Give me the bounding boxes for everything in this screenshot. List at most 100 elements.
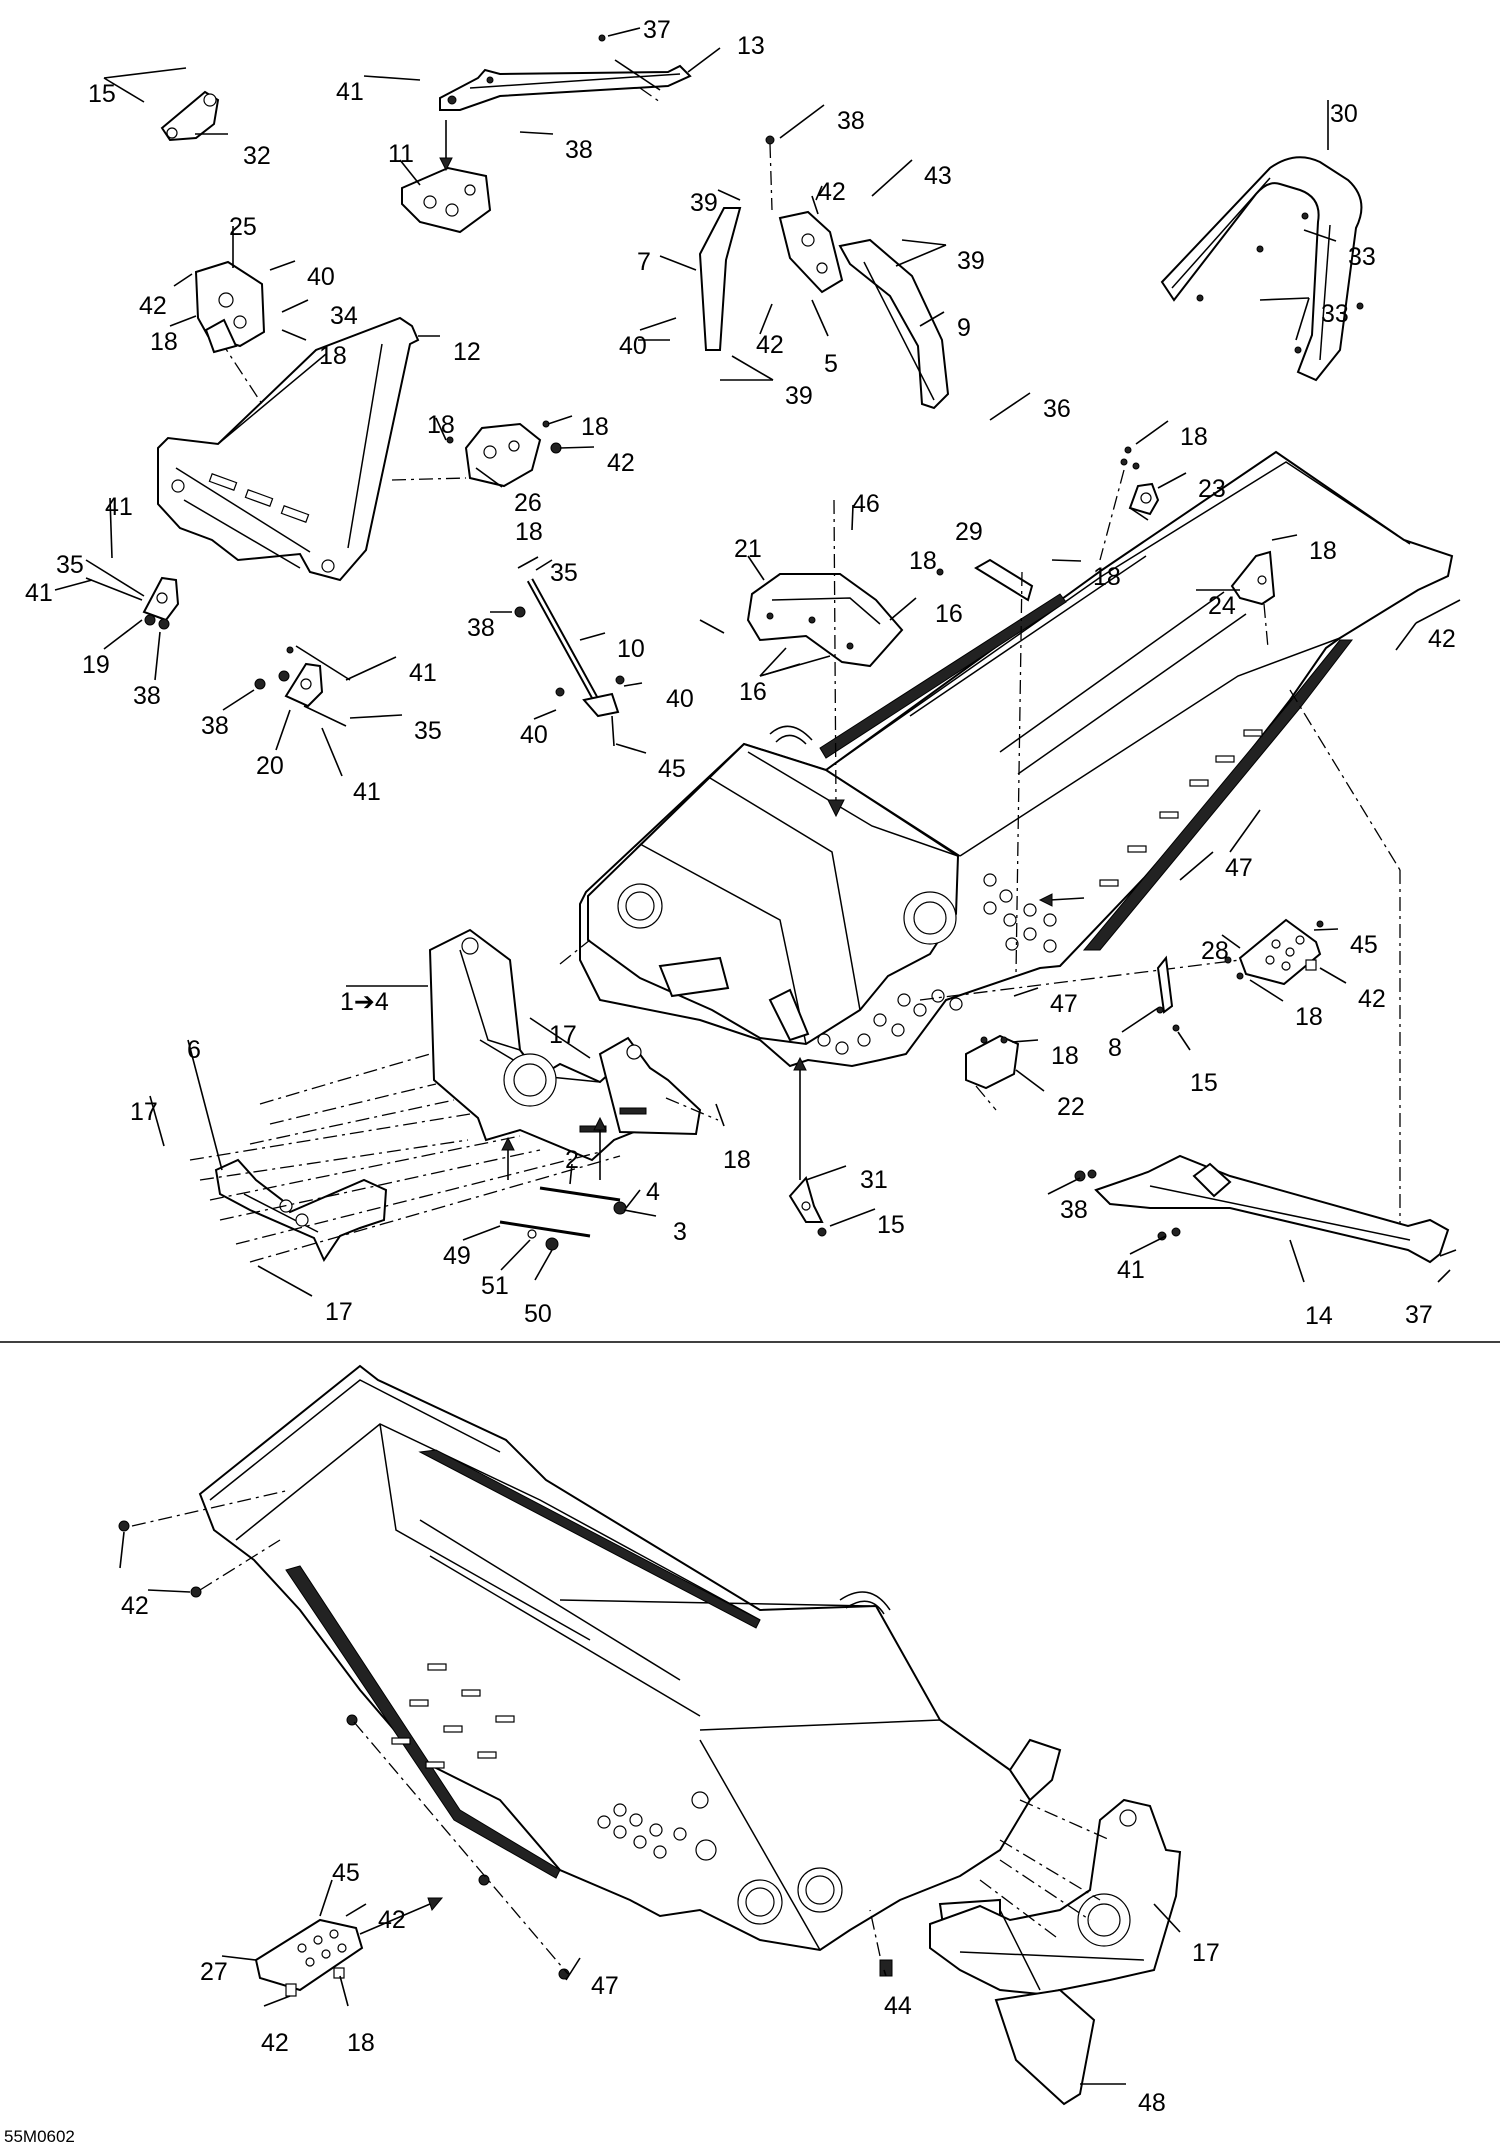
callout-18: 18 — [319, 342, 347, 370]
callout-3: 3 — [673, 1218, 687, 1246]
part-19-bracket — [54, 497, 180, 630]
callout-19: 19 — [82, 651, 110, 679]
callout-30: 30 — [1330, 100, 1358, 128]
part-23-bracket — [1099, 446, 1160, 561]
part-28-footrest — [1224, 918, 1324, 986]
callout-15: 15 — [877, 1211, 905, 1239]
part-29-bracket — [827, 499, 1034, 975]
callout-23: 23 — [1198, 475, 1226, 503]
callout-36: 36 — [1043, 395, 1071, 423]
callout-41: 41 — [353, 778, 381, 806]
callout-38: 38 — [1060, 1196, 1088, 1224]
part-8-bracket — [1156, 955, 1180, 1032]
callout-35: 35 — [56, 551, 84, 579]
callout-18: 18 — [1051, 1042, 1079, 1070]
part-11-bracket — [399, 120, 492, 234]
callout-6: 6 — [187, 1036, 201, 1064]
callout-39: 39 — [690, 189, 718, 217]
part-1-4-front-bracket — [346, 928, 702, 1162]
callout-42: 42 — [756, 331, 784, 359]
part-14-rear-rod — [1074, 1154, 1457, 1283]
callout-4: 4 — [646, 1178, 660, 1206]
callout-40: 40 — [307, 263, 335, 291]
callout-13: 13 — [737, 32, 765, 60]
part-24-bracket — [1230, 550, 1276, 649]
callout-10: 10 — [617, 635, 645, 663]
chassis-slots — [1099, 729, 1263, 887]
callout-16: 16 — [739, 678, 767, 706]
callout-12: 12 — [453, 338, 481, 366]
callout-17: 17 — [130, 1098, 158, 1126]
part-13-upper-rod — [439, 27, 721, 111]
part-7-9-5-assembly — [698, 135, 950, 410]
callout-31: 31 — [860, 1166, 888, 1194]
callout-37: 37 — [1405, 1301, 1433, 1329]
callout-42: 42 — [378, 1906, 406, 1934]
callout-42: 42 — [139, 292, 167, 320]
callout-38: 38 — [133, 682, 161, 710]
callout-49: 49 — [443, 1242, 471, 1270]
callout-47: 47 — [1225, 854, 1253, 882]
part-30-handle — [1160, 100, 1364, 382]
callout-42: 42 — [1428, 625, 1456, 653]
part-31-bracket — [788, 1165, 847, 1237]
part-22-bracket — [965, 1034, 1020, 1111]
callout-18: 18 — [909, 547, 937, 575]
leader-lines-top — [103, 67, 1461, 1297]
main-chassis — [579, 450, 1454, 1068]
callout-41: 41 — [105, 493, 133, 521]
callout-38: 38 — [467, 614, 495, 642]
callout-18: 18 — [347, 2029, 375, 2057]
callout-38: 38 — [837, 107, 865, 135]
callout-2: 2 — [565, 1146, 579, 1174]
callout-34: 34 — [330, 302, 358, 330]
callout-18: 18 — [723, 1146, 751, 1174]
callout-17: 17 — [325, 1298, 353, 1326]
callout-45: 45 — [658, 755, 686, 783]
callout-15: 15 — [88, 80, 116, 108]
callout-40: 40 — [666, 685, 694, 713]
part-bolts-hardware — [499, 1163, 641, 1251]
part-32-bracket — [160, 90, 228, 142]
callout-41: 41 — [1117, 1256, 1145, 1284]
callout-39: 39 — [785, 382, 813, 410]
part-26-bracket — [446, 420, 562, 488]
callout-32: 32 — [243, 142, 271, 170]
callout-47: 47 — [1050, 990, 1078, 1018]
callout-42: 42 — [261, 2029, 289, 2057]
callout-44: 44 — [884, 1992, 912, 2020]
bottom-part-48-plate — [994, 1988, 1096, 2106]
part-10-strut — [514, 559, 625, 747]
callout-24: 24 — [1208, 592, 1236, 620]
callout-40: 40 — [619, 332, 647, 360]
callout-18: 18 — [581, 413, 609, 441]
callout-37: 37 — [643, 16, 671, 44]
callout-18: 18 — [150, 328, 178, 356]
callout-51: 51 — [481, 1272, 509, 1300]
callout-50: 50 — [524, 1300, 552, 1328]
callout-21: 21 — [734, 535, 762, 563]
callout-38: 38 — [565, 136, 593, 164]
part-25-bracket — [173, 226, 266, 354]
callout-18: 18 — [1180, 423, 1208, 451]
callout-18: 18 — [1309, 537, 1337, 565]
callout-1-4: 1➔4 — [340, 988, 389, 1016]
callout-47: 47 — [591, 1972, 619, 2000]
callout-39: 39 — [957, 247, 985, 275]
bottom-chassis-slots — [391, 1663, 515, 1769]
part-6-side-plate — [187, 1039, 388, 1263]
callout-38: 38 — [201, 712, 229, 740]
top-exploded-view: 1532371341113838304339423933332540742341… — [25, 16, 1461, 1330]
callout-45: 45 — [332, 1859, 360, 1887]
callout-40: 40 — [520, 721, 548, 749]
callout-17: 17 — [549, 1021, 577, 1049]
part-21-bracket — [746, 555, 904, 668]
callout-25: 25 — [229, 213, 257, 241]
callout-35: 35 — [550, 559, 578, 587]
callout-26: 26 — [514, 489, 542, 517]
callout-14: 14 — [1305, 1302, 1333, 1330]
callout-42: 42 — [818, 178, 846, 206]
